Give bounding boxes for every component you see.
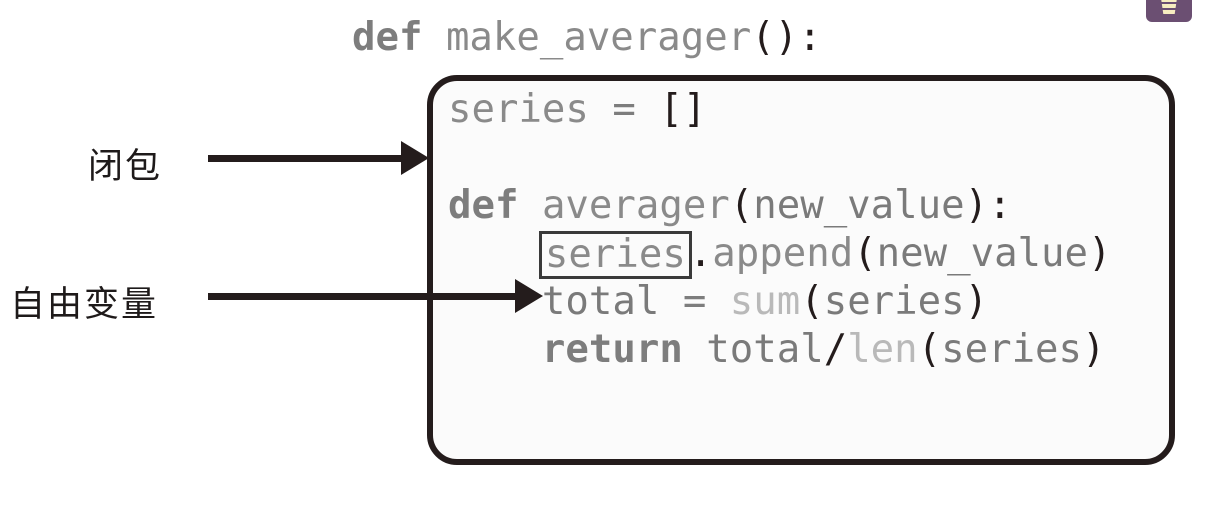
code-token: ) <box>1082 327 1106 372</box>
code-token: . <box>688 231 713 276</box>
annotation-arrow-shaft-free-variable <box>208 293 518 300</box>
line-def-averager: def averager(new_value): <box>448 182 1111 230</box>
bookmark-badge <box>1146 0 1192 22</box>
boxed-series-token: series <box>538 231 692 279</box>
code-token <box>422 15 445 60</box>
code-token: ( <box>853 231 877 276</box>
code-token <box>636 87 659 132</box>
code-token: series <box>823 279 965 324</box>
code-token: ) <box>1088 231 1112 276</box>
code-token: averager <box>541 183 730 228</box>
code-token: new_value <box>753 183 965 228</box>
code-token <box>518 183 541 228</box>
code-token: ( <box>729 183 754 228</box>
code-token: series <box>448 87 589 132</box>
code-token: ): <box>964 183 1012 228</box>
code-token: = <box>682 279 707 324</box>
code-token: total <box>706 327 824 372</box>
code-token: = <box>612 87 636 132</box>
code-token: return <box>541 327 683 372</box>
code-token: / <box>823 327 848 372</box>
code-token: ) <box>964 279 989 324</box>
code-token: sum <box>729 279 801 324</box>
line-total: total = sum(series) <box>448 278 1111 326</box>
line-series-init: series = [] <box>448 86 1111 134</box>
code-token: append <box>712 231 854 276</box>
code-token: total <box>541 279 660 324</box>
closure-box <box>427 75 1175 465</box>
code-token <box>448 327 542 372</box>
line-blank <box>448 134 1111 182</box>
annotation-arrow-head-closure <box>401 141 429 175</box>
line-return: return total/len(series) <box>448 326 1111 374</box>
code-token: ( <box>800 279 824 324</box>
annotation-arrow-head-free-variable <box>515 279 543 313</box>
closure-code-block: series = [] def averager(new_value): ser… <box>448 86 1111 374</box>
code-token: make_averager <box>445 15 752 60</box>
code-token: new_value <box>876 231 1088 276</box>
code-token: def <box>448 183 519 228</box>
line-append: series.append(new_value) <box>448 230 1112 279</box>
code-token: def <box>352 15 423 60</box>
code-token <box>659 279 682 324</box>
annotation-label-closure: 闭包 <box>88 147 163 187</box>
code-line-def-make-averager: def make_averager(): <box>352 14 822 62</box>
code-token: series <box>941 327 1083 372</box>
annotation-label-free-variable: 自由变量 <box>10 285 159 325</box>
code-token <box>683 327 706 372</box>
code-token: len <box>847 327 918 372</box>
bookmark-icon <box>1161 0 1177 18</box>
code-token <box>448 231 542 276</box>
code-token <box>589 87 612 132</box>
annotation-arrow-shaft-closure <box>208 155 404 162</box>
code-token: ( <box>917 327 942 372</box>
code-token: (): <box>751 15 822 60</box>
code-token <box>706 279 729 324</box>
code-token: [] <box>659 87 707 132</box>
